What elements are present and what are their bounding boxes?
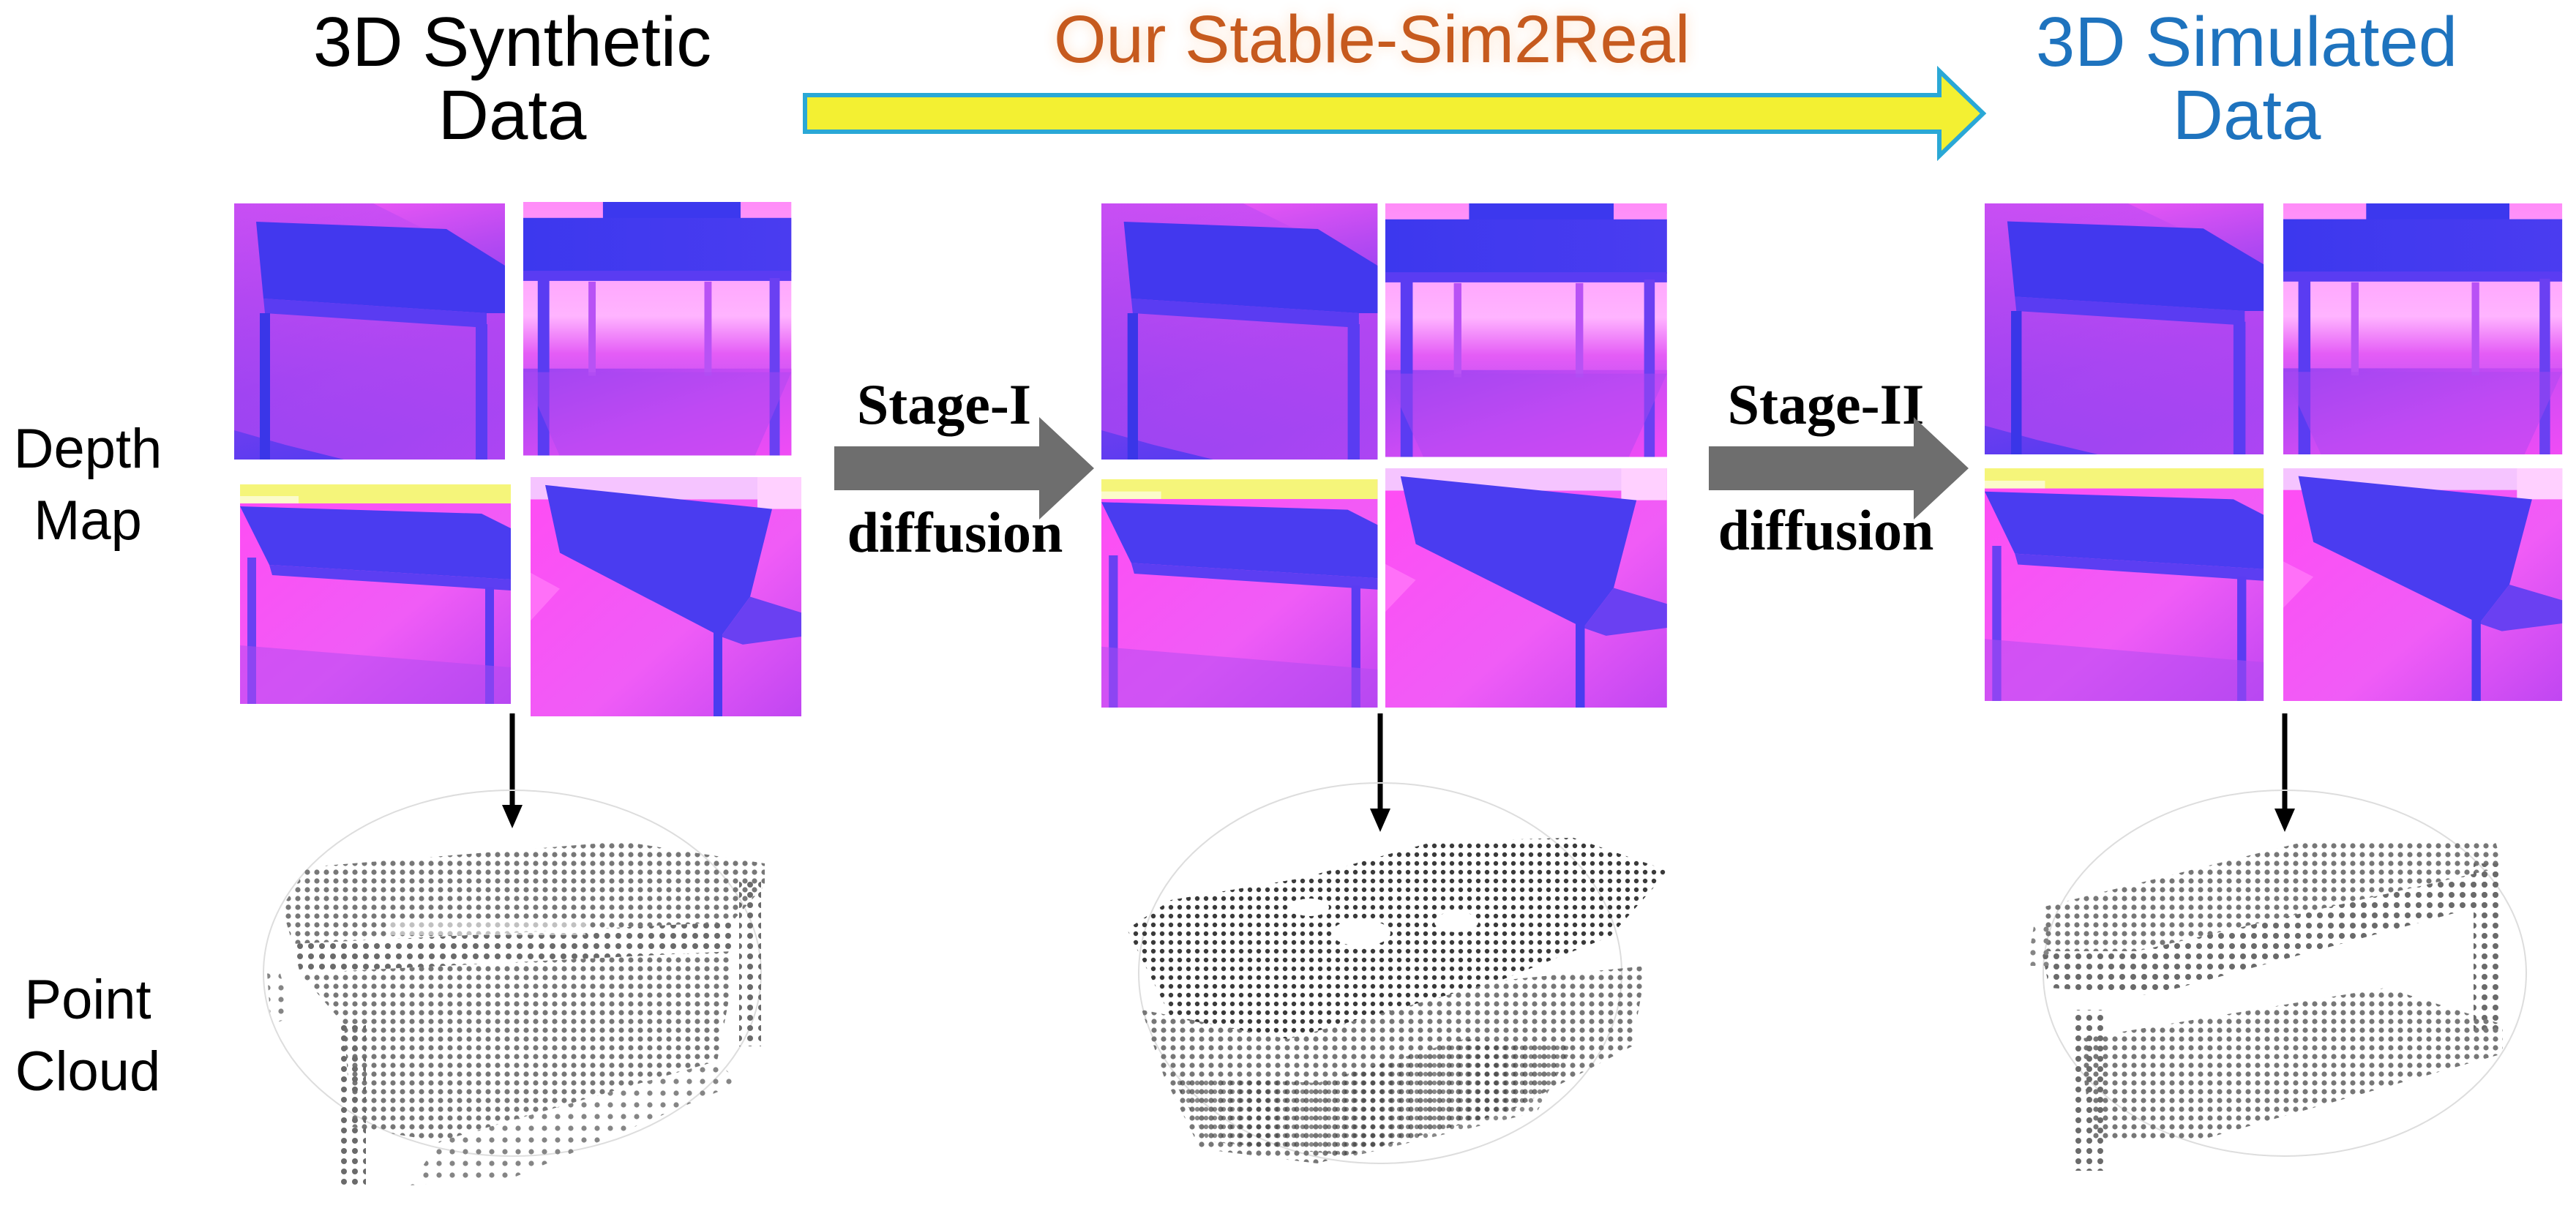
point-cloud-row-label-line1: Point [24, 969, 151, 1031]
stage-2-name: Stage-II [1727, 372, 1925, 436]
pipeline-title-name: Stable-Sim2Real [1184, 2, 1690, 77]
simulated-data-title: 3D Simulated Data [1976, 6, 2517, 152]
depth-map-row-label-line2: Map [34, 490, 142, 552]
synthetic-data-title-line1: 3D Synthetic [312, 3, 712, 81]
depth-image [531, 477, 801, 716]
stage-1-arrow-icon [834, 417, 1094, 520]
simulated-data-title-line1: 3D Simulated [2035, 3, 2458, 81]
pipeline-title-prefix: Our [1054, 2, 1185, 77]
depth-image [2283, 203, 2563, 454]
down-arrow-icon [2274, 713, 2295, 832]
synthetic-depth-maps [234, 202, 801, 716]
simulated-depth-maps [1985, 203, 2563, 701]
down-arrow-icon [1370, 713, 1390, 832]
depth-image [2283, 468, 2563, 701]
pipeline-arrow-icon [803, 65, 1987, 162]
depth-image [1385, 468, 1667, 708]
stage-1-label: diffusion [847, 500, 1063, 564]
point-cloud-row-label: Point Cloud [0, 964, 176, 1108]
depth-image [1385, 203, 1667, 457]
depth-image [1985, 468, 2264, 701]
depth-image [1101, 479, 1378, 708]
simulated-data-title-line2: Data [2172, 76, 2321, 154]
depth-image [1985, 203, 2264, 454]
synthetic-point-cloud [263, 790, 765, 1185]
stage1-point-cloud [1127, 782, 1669, 1164]
depth-image [1101, 203, 1378, 460]
stage-2-arrow-icon [1709, 417, 1969, 520]
depth-image [234, 203, 505, 460]
simulated-point-cloud [2027, 790, 2527, 1171]
stage-2-label: diffusion [1718, 498, 1934, 562]
depth-map-row-label: Depth Map [0, 413, 176, 557]
synthetic-data-title: 3D Synthetic Data [278, 6, 746, 152]
stage-1-name: Stage-I [856, 372, 1032, 436]
pipeline-title: Our Stable-Sim2Real [1054, 1, 1690, 78]
depth-map-row-label-line1: Depth [13, 418, 162, 480]
synthetic-data-title-line2: Data [438, 76, 587, 154]
point-cloud-row-label-line2: Cloud [15, 1040, 161, 1103]
down-arrow-icon [502, 713, 523, 828]
depth-image [240, 484, 511, 704]
stage1-depth-maps [1101, 203, 1667, 708]
depth-image [523, 202, 792, 456]
